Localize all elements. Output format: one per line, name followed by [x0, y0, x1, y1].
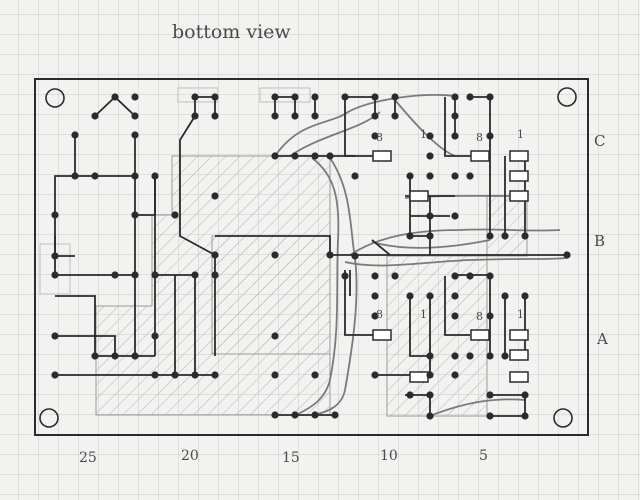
ic-mark: 1: [420, 308, 427, 321]
resistor: [372, 329, 392, 341]
resistor: [409, 190, 429, 202]
row-label-a: A: [596, 330, 608, 348]
column-label: 5: [479, 448, 488, 464]
resistor: [509, 371, 529, 383]
ic-mark: 1: [517, 308, 524, 321]
column-labels: 25 20 15 10 5: [79, 448, 488, 466]
resistor: [409, 371, 429, 383]
resistor: [470, 150, 490, 162]
ic-mark: 8: [376, 131, 383, 144]
mounting-hole-icon: [39, 408, 59, 428]
ic-mark: 1: [517, 128, 524, 141]
column-label: 15: [282, 450, 300, 466]
ic-mark: 1: [420, 128, 427, 141]
ic-mark: 8: [376, 308, 383, 321]
resistor: [509, 170, 529, 182]
ic-pin-marks: 8 1 8 1 8 1 8 1: [376, 128, 524, 323]
resistor: [509, 150, 529, 162]
column-label: 20: [181, 448, 199, 464]
row-label-c: C: [594, 132, 605, 150]
mounting-hole-icon: [553, 408, 573, 428]
board-outline: [34, 78, 589, 436]
resistor: [509, 329, 529, 341]
ic-mark: 8: [476, 131, 483, 144]
column-label: 25: [79, 450, 97, 466]
component-bodies: [372, 150, 529, 383]
row-labels: C B A: [594, 132, 608, 348]
mounting-hole-icon: [45, 88, 65, 108]
column-label: 10: [380, 448, 398, 464]
resistor: [509, 349, 529, 361]
mounting-hole-icon: [557, 87, 577, 107]
resistor: [509, 190, 529, 202]
resistor: [372, 150, 392, 162]
ic-mark: 8: [476, 310, 483, 323]
solder-pads: [51, 93, 571, 420]
drawing-title: bottom view: [172, 21, 291, 43]
row-label-b: B: [594, 232, 605, 250]
resistor: [470, 329, 490, 341]
